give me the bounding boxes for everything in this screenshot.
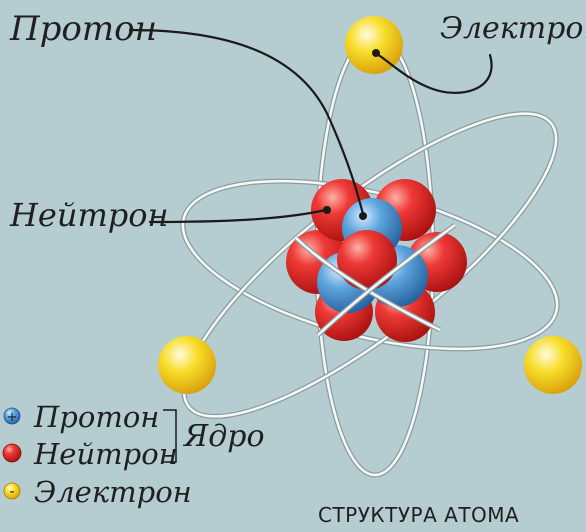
legend-item-neutron: Нейтрон bbox=[2, 437, 178, 471]
electron-leader-dot bbox=[372, 49, 380, 57]
electron-ball bbox=[345, 16, 403, 74]
electron-ball bbox=[524, 336, 582, 394]
neutron-legend-icon bbox=[2, 443, 22, 463]
proton-legend-icon bbox=[3, 407, 21, 425]
neutron-leader-dot bbox=[323, 206, 331, 214]
neutron-label: Нейтрон bbox=[9, 196, 169, 234]
proton-leader bbox=[128, 28, 365, 216]
nucleus-bracket bbox=[163, 409, 177, 463]
electron-ball bbox=[158, 336, 216, 394]
electron-legend-symbol: - bbox=[9, 484, 14, 500]
orbits-front bbox=[294, 222, 457, 337]
electron-label: Электрон bbox=[440, 11, 586, 46]
proton-legend-symbol: + bbox=[7, 410, 18, 425]
proton-legend-label: Протон bbox=[33, 400, 159, 434]
neutron-legend-label: Нейтрон bbox=[33, 437, 178, 471]
electrons bbox=[158, 16, 582, 394]
leader-lines bbox=[128, 28, 493, 224]
diagram-caption: СТРУКТУРА АТОМА bbox=[318, 503, 520, 527]
neutron-leader bbox=[148, 208, 328, 224]
legend-item-proton: + Протон bbox=[3, 400, 159, 434]
nucleus-group-label: Ядро bbox=[182, 419, 265, 454]
electron-legend-label: Электрон bbox=[34, 475, 192, 509]
proton-label: Протон bbox=[9, 9, 157, 49]
neutron-ball bbox=[337, 230, 397, 290]
electron-leader bbox=[372, 50, 493, 94]
legend: + Протон Нейтрон - Электрон Ядро bbox=[2, 400, 265, 509]
nucleus bbox=[286, 179, 467, 342]
electron-legend-icon bbox=[3, 482, 21, 500]
legend-item-electron: - Электрон bbox=[3, 475, 192, 509]
proton-leader-dot bbox=[359, 212, 367, 220]
